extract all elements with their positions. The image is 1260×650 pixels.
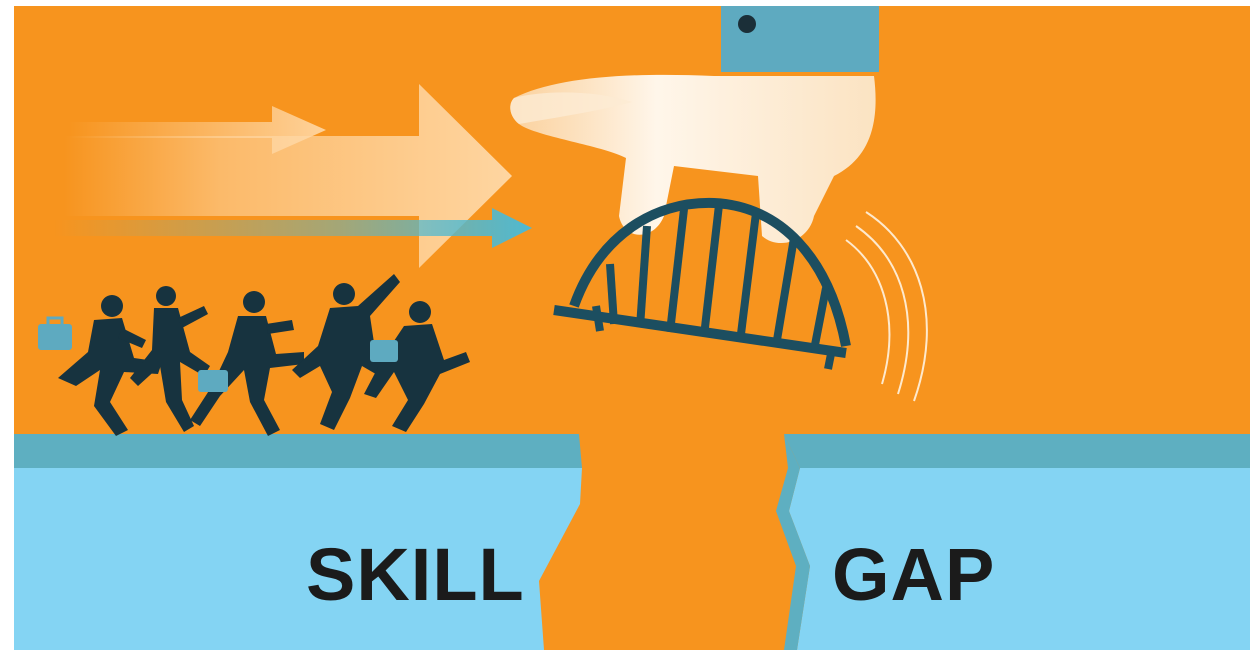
briefcase-icon <box>370 340 398 362</box>
scene-svg <box>14 6 1250 650</box>
runner-1 <box>58 295 162 436</box>
runner-4 <box>292 274 400 430</box>
runner-2 <box>130 286 210 432</box>
hand-icon <box>510 74 876 244</box>
runner-3 <box>190 291 304 436</box>
briefcase-icon <box>38 316 72 350</box>
illustration-canvas: SKILL GAP <box>14 6 1250 650</box>
running-people <box>38 274 470 436</box>
motion-lines-icon <box>845 211 928 402</box>
right-ground <box>776 434 1250 650</box>
left-ground <box>14 434 582 650</box>
arrow-icon <box>54 84 532 268</box>
briefcase-icon <box>198 370 228 392</box>
bridge-icon <box>553 197 851 370</box>
gap-label: GAP <box>832 533 996 616</box>
skill-label: SKILL <box>306 533 525 616</box>
sleeve-cuff <box>721 6 879 72</box>
